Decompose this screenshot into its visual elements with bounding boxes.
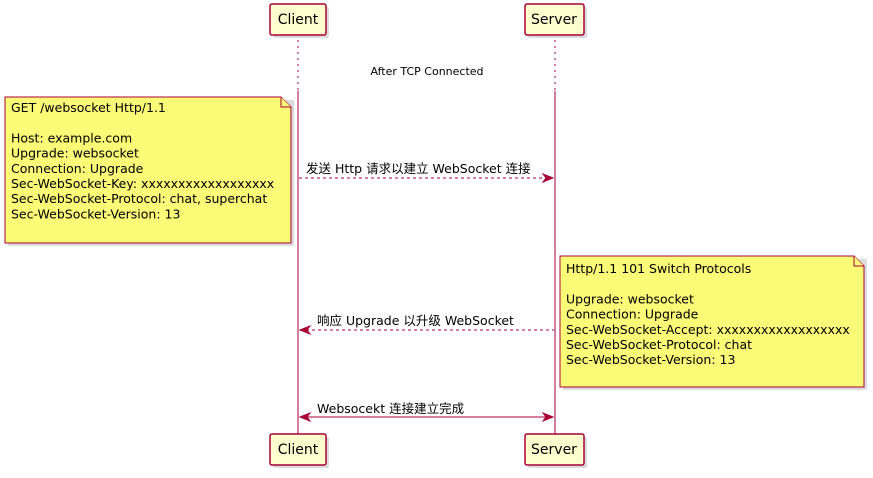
note-request-text-line xyxy=(11,115,15,130)
note-request-text-line: Connection: Upgrade xyxy=(11,161,144,176)
participant-server-label-top: Server xyxy=(531,12,577,28)
message-established: Websocekt 连接建立完成 xyxy=(298,401,555,423)
note-response-text: Http/1.1 101 Switch Protocols Upgrade: w… xyxy=(566,261,850,367)
note-request-text-line: Host: example.com xyxy=(11,130,132,145)
note-request-text: GET /websocket Http/1.1 Host: example.co… xyxy=(11,100,274,221)
message-response-arrowhead xyxy=(298,324,312,336)
note-response: Http/1.1 101 Switch Protocols Upgrade: w… xyxy=(559,255,867,390)
note-request-text-line: Upgrade: websocket xyxy=(11,146,139,161)
message-established-label: Websocekt 连接建立完成 xyxy=(317,401,464,416)
message-request: 发送 Http 请求以建立 WebSocket 连接 xyxy=(299,161,555,184)
note-response-text-line: Http/1.1 101 Switch Protocols xyxy=(566,261,751,276)
note-request-text-line: Sec-WebSocket-Key: xxxxxxxxxxxxxxxxxx xyxy=(11,176,274,191)
participant-client-top: Client xyxy=(269,3,329,38)
note-response-text-line: Upgrade: websocket xyxy=(566,291,694,306)
note-response-text-line: Sec-WebSocket-Version: 13 xyxy=(566,352,735,367)
participant-client-label-bottom: Client xyxy=(278,442,319,458)
note-response-text-line: Sec-WebSocket-Protocol: chat xyxy=(566,337,752,352)
message-request-label: 发送 Http 请求以建立 WebSocket 连接 xyxy=(306,161,531,176)
participant-server-top: Server xyxy=(524,3,587,38)
note-request-text-line: Sec-WebSocket-Protocol: chat, superchat xyxy=(11,191,267,206)
note-response-text-line xyxy=(566,276,570,291)
note-request: GET /websocket Http/1.1 Host: example.co… xyxy=(4,96,294,246)
message-response: 响应 Upgrade 以升级 WebSocket xyxy=(298,313,554,336)
message-response-label: 响应 Upgrade 以升级 WebSocket xyxy=(317,313,514,328)
note-request-text-line: GET /websocket Http/1.1 xyxy=(11,100,166,115)
message-established-arrowhead-left xyxy=(298,411,312,423)
divider-label: After TCP Connected xyxy=(370,65,483,78)
participant-client-label-top: Client xyxy=(278,12,319,28)
note-response-text-line: Sec-WebSocket-Accept: xxxxxxxxxxxxxxxxxx xyxy=(566,322,850,337)
message-established-arrowhead-right xyxy=(541,411,555,423)
participant-server-label-bottom: Server xyxy=(531,442,577,458)
note-response-text-line: Connection: Upgrade xyxy=(566,307,699,322)
note-request-text-line: Sec-WebSocket-Version: 13 xyxy=(11,206,180,221)
participant-server-bottom: Server xyxy=(524,433,587,468)
message-request-arrowhead xyxy=(541,172,555,184)
participant-client-bottom: Client xyxy=(269,433,329,468)
